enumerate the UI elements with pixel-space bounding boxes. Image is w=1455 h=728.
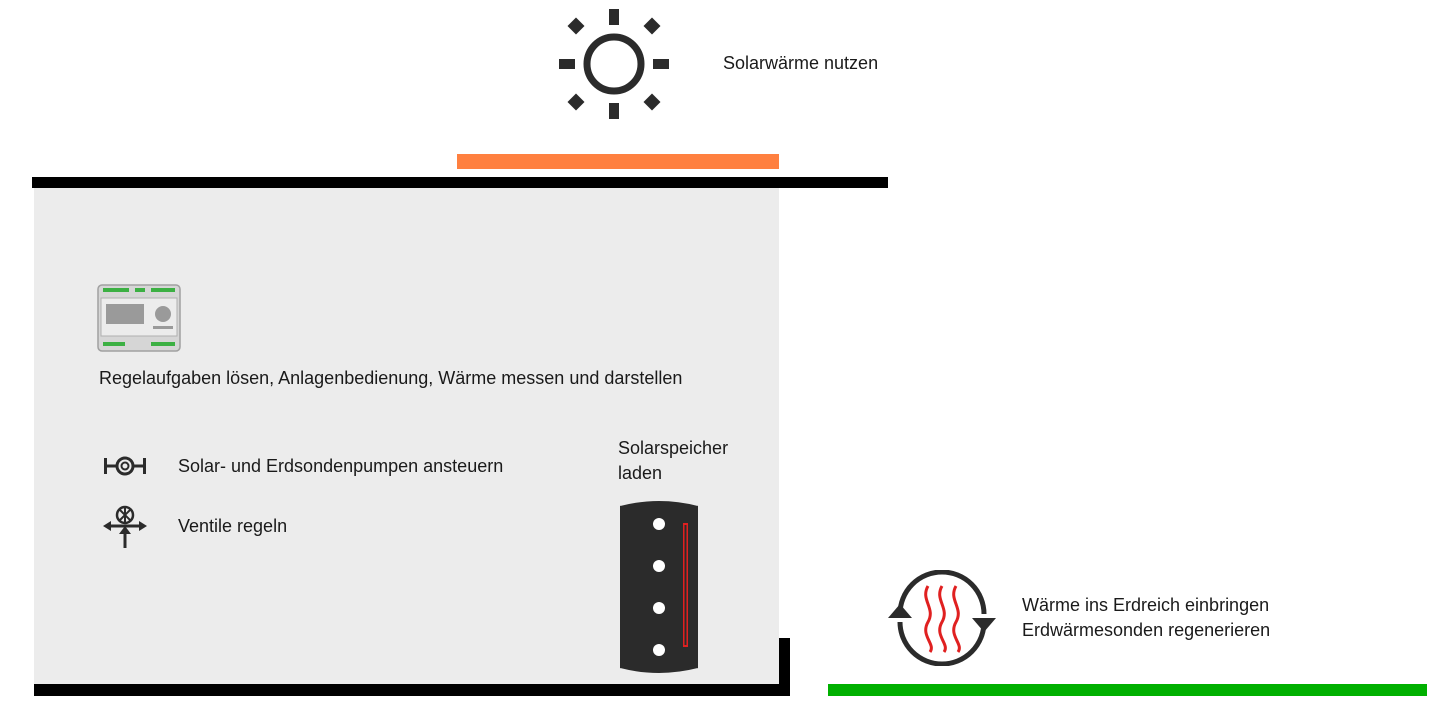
valve-icon xyxy=(103,505,147,548)
solar-label: Solarwärme nutzen xyxy=(723,53,879,73)
pumps-label: Solar- und Erdsondenpumpen ansteuern xyxy=(178,456,504,476)
ground-label-line2: Erdwärmesonden regenerieren xyxy=(1022,620,1271,640)
ground-bar xyxy=(828,684,1427,696)
ground-heat-cycle-icon xyxy=(888,570,996,666)
valves-label: Ventile regeln xyxy=(178,516,288,536)
controller-device-icon xyxy=(97,284,181,352)
ground-label-line1: Wärme ins Erdreich einbringen xyxy=(1022,595,1270,615)
top-boundary-line xyxy=(32,177,888,188)
solar-bar xyxy=(457,154,779,169)
controller-label: Regelaufgaben lösen, Anlagenbedienung, W… xyxy=(99,368,683,388)
bottom-boundary-line xyxy=(34,684,790,696)
sun-icon xyxy=(559,9,669,119)
storage-label-line2: laden xyxy=(618,463,663,483)
right-boundary-post xyxy=(779,638,790,696)
solar-storage-tank-icon xyxy=(619,499,699,675)
storage-label-line1: Solarspeicher xyxy=(618,438,729,458)
pump-icon xyxy=(104,456,146,476)
